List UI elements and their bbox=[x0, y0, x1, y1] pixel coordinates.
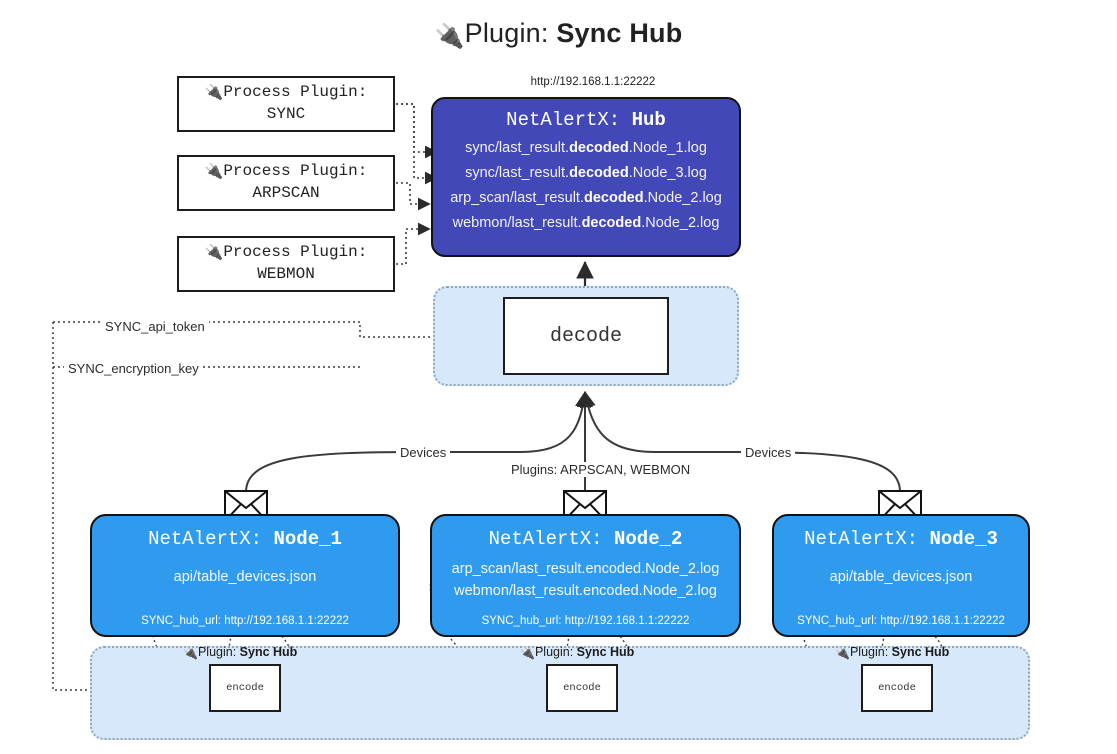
encode-plugin-caption-2: 🔌Plugin: Sync Hub bbox=[520, 645, 635, 660]
process-plugin-sync[interactable]: 🔌Process Plugin: SYNC bbox=[177, 76, 395, 132]
encode-box-2[interactable]: encode bbox=[546, 664, 618, 712]
edge-label-encryption-key: SYNC_encryption_key bbox=[64, 361, 203, 376]
edge-label-devices-right: Devices bbox=[741, 445, 796, 460]
plug-icon: 🔌 bbox=[204, 83, 224, 102]
node-log-line: webmon/last_result.encoded.Node_2.log bbox=[454, 583, 717, 600]
hub-title-name: Hub bbox=[631, 109, 666, 131]
node-title: NetAlertX: Node_3 bbox=[804, 528, 998, 550]
hub-log-line: sync/last_result.decoded.Node_1.log bbox=[465, 140, 707, 156]
process-plugin-webmon[interactable]: 🔌Process Plugin: WEBMON bbox=[177, 236, 395, 292]
node-box-node-3[interactable]: NetAlertX: Node_3 api/table_devices.json… bbox=[772, 514, 1030, 637]
node-log-line: arp_scan/last_result.encoded.Node_2.log bbox=[451, 561, 720, 577]
encode-plugin-caption-3: 🔌Plugin: Sync Hub bbox=[835, 645, 950, 660]
edge-label-api-token: SYNC_api_token bbox=[101, 319, 209, 334]
node-title: NetAlertX: Node_1 bbox=[148, 528, 342, 550]
hub-log-line: arp_scan/last_result.decoded.Node_2.log bbox=[450, 189, 722, 206]
node-title: NetAlertX: Node_2 bbox=[488, 528, 683, 550]
process-plugin-label: Process Plugin: bbox=[223, 243, 368, 262]
process-plugin-arpscan[interactable]: 🔌Process Plugin: ARPSCAN bbox=[177, 155, 395, 211]
plug-icon: 🔌 bbox=[183, 646, 198, 660]
process-plugin-name: ARPSCAN bbox=[252, 184, 320, 202]
process-plugin-label: Process Plugin: bbox=[223, 83, 368, 102]
edge-helper-hidden bbox=[246, 392, 757, 492]
node-footer: SYNC_hub_url: http://192.168.1.1:22222 bbox=[797, 615, 1005, 627]
plug-icon: 🔌 bbox=[835, 646, 850, 660]
process-plugin-label: Process Plugin: bbox=[223, 162, 368, 181]
node-log-line: api/table_devices.json bbox=[173, 569, 317, 585]
edge-node1-to-decode bbox=[245, 391, 591, 493]
hub-title-prefix: NetAlertX: bbox=[506, 109, 621, 131]
hub-title: NetAlertX: Hub bbox=[433, 109, 739, 131]
plug-icon: 🔌 bbox=[204, 243, 224, 262]
process-plugin-name: SYNC bbox=[266, 105, 306, 123]
encode-plugin-caption-1: 🔌Plugin: Sync Hub bbox=[183, 645, 298, 660]
edge-label-plugins: Plugins: ARPSCAN, WEBMON bbox=[507, 462, 695, 477]
encode-box-3[interactable]: encode bbox=[861, 664, 933, 712]
page-title: 🔌Plugin: Sync Hub bbox=[0, 18, 1117, 51]
page-title-prefix: Plugin: bbox=[464, 18, 549, 48]
page-title-name: Sync Hub bbox=[556, 18, 683, 48]
process-plugin-name: WEBMON bbox=[257, 265, 315, 283]
plug-icon: 🔌 bbox=[434, 23, 465, 50]
hub-log-line: webmon/last_result.decoded.Node_2.log bbox=[452, 214, 720, 231]
encode-box-1[interactable]: encode bbox=[209, 664, 281, 712]
node-box-node-1[interactable]: NetAlertX: Node_1 api/table_devices.json… bbox=[90, 514, 400, 637]
edge-label-devices-left: Devices bbox=[396, 445, 451, 460]
hub-node[interactable]: NetAlertX: Hub sync/last_result.decoded.… bbox=[431, 97, 741, 257]
decode-box[interactable]: decode bbox=[503, 297, 669, 375]
node-footer: SYNC_hub_url: http://192.168.1.1:22222 bbox=[141, 615, 349, 627]
plug-icon: 🔌 bbox=[520, 646, 535, 660]
hub-url-label: http://192.168.1.1:22222 bbox=[530, 76, 656, 88]
node-footer: SYNC_hub_url: http://192.168.1.1:22222 bbox=[481, 615, 690, 627]
plug-icon: 🔌 bbox=[204, 162, 224, 181]
edge-webmon-to-hub-log4 bbox=[396, 222, 431, 265]
edge-arpscan-to-hub-log3 bbox=[396, 182, 431, 211]
node-log-line: api/table_devices.json bbox=[829, 569, 973, 585]
node-box-node-2[interactable]: NetAlertX: Node_2 arp_scan/last_result.e… bbox=[430, 514, 741, 637]
hub-log-line: sync/last_result.decoded.Node_3.log bbox=[465, 164, 707, 181]
edge-node3-to-decode bbox=[579, 391, 901, 493]
